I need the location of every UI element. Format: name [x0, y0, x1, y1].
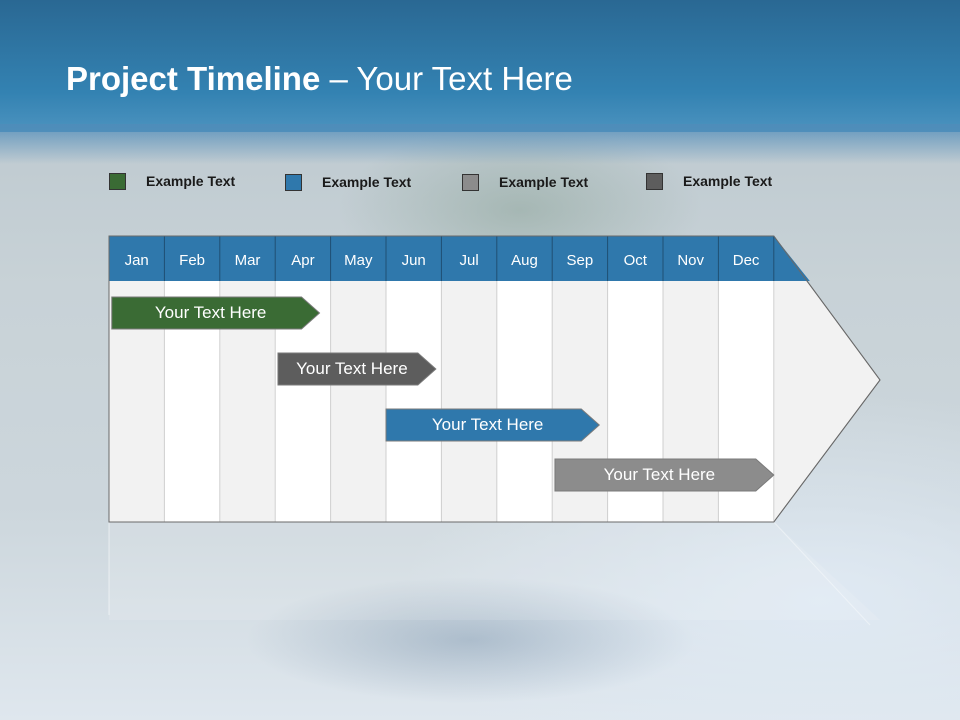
- legend-label: Example Text: [322, 174, 412, 190]
- reflection-edge: [773, 521, 871, 626]
- title-rest: – Your Text Here: [320, 60, 573, 97]
- month-label-jan: Jan: [125, 252, 149, 269]
- legend-label: Example Text: [146, 173, 236, 189]
- title-bold: Project Timeline: [66, 60, 321, 97]
- legend-label: Example Text: [499, 174, 589, 190]
- timeline-reflection: [109, 522, 880, 620]
- month-label-jun: Jun: [402, 252, 426, 269]
- task-label-1[interactable]: Your Text Here: [154, 303, 267, 322]
- month-label-nov: Nov: [677, 252, 704, 269]
- header-band: [0, 0, 960, 132]
- month-column: [496, 281, 553, 522]
- task-label-4[interactable]: Your Text Here: [603, 465, 716, 484]
- legend-swatch: [109, 172, 126, 190]
- task-label-3[interactable]: Your Text Here: [431, 415, 544, 434]
- legend-swatch: [285, 173, 302, 191]
- month-label-dec: Dec: [733, 252, 760, 269]
- task-label-2[interactable]: Your Text Here: [296, 359, 408, 378]
- legend-swatch: [646, 172, 663, 190]
- month-column: [330, 281, 386, 522]
- slide-title[interactable]: Project Timeline – Your Text Here: [66, 60, 573, 98]
- task-bar-4: [554, 458, 775, 492]
- month-label-mar: Mar: [235, 252, 261, 269]
- month-header-band: [109, 236, 810, 281]
- legend-item-1[interactable]: Example Text: [109, 170, 235, 192]
- legend-swatch: [462, 173, 479, 191]
- month-label-jul: Jul: [460, 252, 479, 269]
- month-label-sep: Sep: [567, 252, 594, 269]
- task-bar-3: [385, 408, 601, 442]
- timeline-outline: [108, 235, 881, 523]
- header-fade: [0, 124, 960, 164]
- task-bar-2: [277, 352, 437, 386]
- month-label-may: May: [344, 252, 373, 269]
- month-label-apr: Apr: [291, 252, 314, 269]
- task-bar-1: [111, 296, 321, 330]
- month-label-aug: Aug: [511, 252, 538, 269]
- legend-item-4[interactable]: Example Text: [646, 170, 772, 192]
- month-label-feb: Feb: [179, 252, 205, 269]
- legend-label: Example Text: [683, 173, 773, 189]
- legend-item-2[interactable]: Example Text: [285, 171, 411, 193]
- month-label-oct: Oct: [624, 252, 648, 269]
- legend-item-3[interactable]: Example Text: [462, 171, 588, 193]
- month-column: [441, 281, 497, 522]
- month-column: [386, 281, 442, 522]
